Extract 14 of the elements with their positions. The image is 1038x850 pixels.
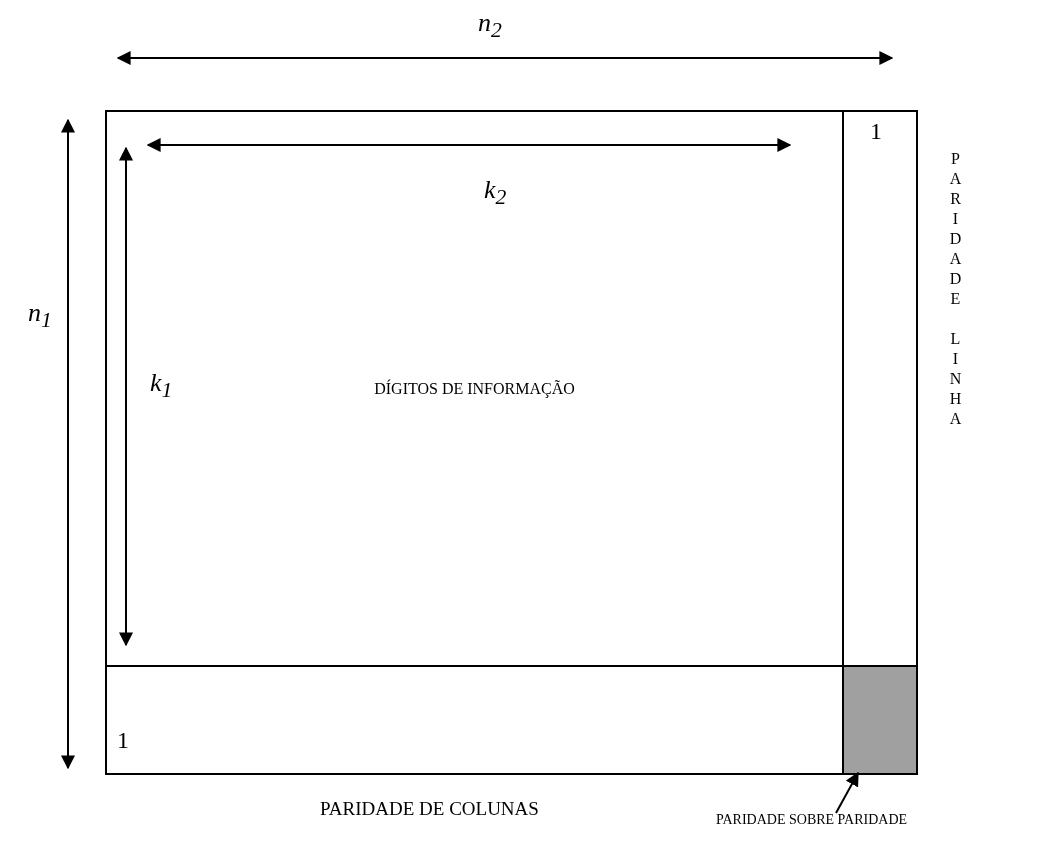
parity-row (105, 665, 844, 775)
matrix-region (105, 110, 844, 667)
dimension-label: n$_{1}$ (28, 298, 52, 334)
region-label: 1 (117, 727, 129, 754)
region-label: 1 (870, 118, 882, 145)
region-label: DÍGITOS DE INFORMAÇÃO (374, 379, 575, 398)
parity-corner-cell (842, 665, 918, 775)
dimension-label: n$_{2}$ (478, 8, 502, 44)
parity-column (842, 110, 918, 667)
side-label: PARIDADE LINHA (946, 150, 964, 430)
annotation-text: PARIDADE SOBRE PARIDADE (716, 812, 908, 828)
dimension-label: k$_{1}$ (150, 368, 173, 404)
dimension-label: k$_{2}$ (484, 175, 507, 211)
side-label: PARIDADE DE COLUNAS (320, 798, 539, 820)
